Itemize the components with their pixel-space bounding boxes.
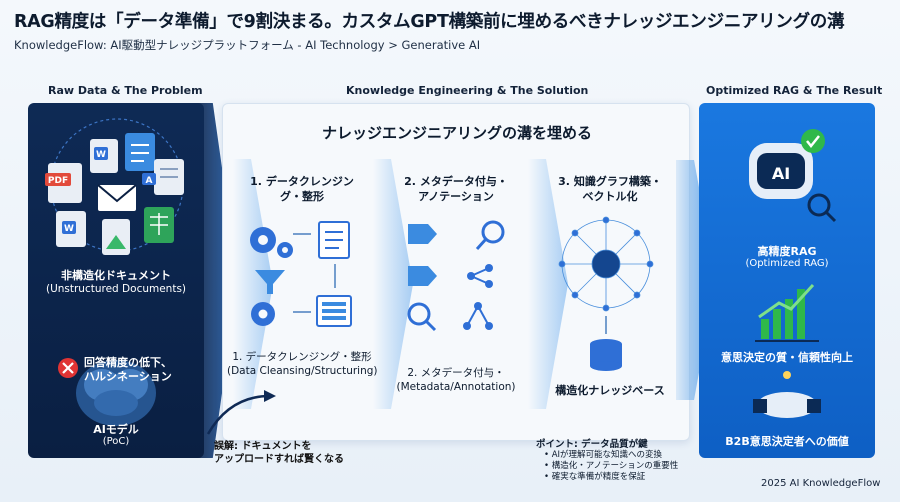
step1-caption: 1. データクレンジング・整形(Data Cleansing/Structuri…: [227, 351, 378, 377]
svg-text:W: W: [96, 150, 106, 160]
funnel-icon: [255, 270, 285, 294]
process-illustrations: [250, 216, 654, 371]
magnifier-icon: [407, 220, 505, 332]
misconception-note: 誤解: ドキュメントを アップロードすれば賢くなる: [214, 441, 344, 465]
blue-doc-icon: [125, 133, 155, 171]
gear-icon: [250, 227, 293, 326]
svg-text:PDF: PDF: [48, 176, 68, 186]
image-doc-icon: [102, 219, 130, 255]
result-b2b-label: B2B意思決定者への価値: [725, 435, 849, 448]
svg-text:W: W: [64, 224, 74, 234]
misconception-arrow: [206, 390, 276, 435]
structured-list-icon: [316, 295, 352, 327]
spreadsheet-icon: [144, 207, 174, 243]
step2-title: 2. メタデータ付与・アノテーション: [404, 175, 508, 203]
ai-model-label: AIモデル: [93, 423, 139, 436]
result-decision-label: 意思決定の質・信頼性向上: [721, 351, 853, 364]
key-points-title: ポイント: データ品質が鍵: [536, 439, 648, 450]
handshake-icon: [753, 371, 821, 418]
column-heading-middle: Knowledge Engineering & The Solution: [346, 84, 589, 97]
brain-illustration: [76, 360, 156, 426]
column-heading-right: Optimized RAG & The Result: [706, 84, 883, 97]
column-heading-left: Raw Data & The Problem: [48, 84, 203, 97]
svg-text:AI: AI: [772, 164, 790, 183]
raw-data-panel: PDF W A W: [28, 103, 204, 458]
step1-title: 1. データクレンジング・整形: [250, 175, 354, 203]
database-icon: [590, 339, 622, 371]
envelope-icon: [97, 184, 137, 211]
word-icon-bottom: W: [56, 211, 86, 247]
tag-icon: [408, 224, 437, 286]
key-point-item: • 構造化・アノテーションの重要性: [544, 461, 679, 471]
result-illustrations: AI: [749, 129, 837, 418]
pdf-icon: PDF: [45, 163, 82, 203]
key-point-item: • 確実な準備が精度を保証: [544, 472, 646, 482]
svg-text:A: A: [146, 176, 153, 186]
result-rag-label: 高精度RAG: [757, 245, 817, 258]
result-panel: AI 高精度RAG (Optimized RAG) 意思決定の質・信頼性向上 B…: [699, 103, 875, 458]
panel-title: ナレッジエンジニアリングの溝を埋める: [321, 124, 592, 142]
result-rag-sublabel: (Optimized RAG): [745, 258, 829, 269]
step3-title: 3. 知識グラフ構築・ベクトル化: [558, 175, 662, 203]
key-point-item: • AIが理解可能な知識への変換: [544, 450, 663, 460]
page-subtitle: KnowledgeFlow: AI駆動型ナレッジプラットフォーム - AI Te…: [14, 38, 481, 52]
knowledge-engineering-panel: ナレッジエンジニアリングの溝を埋める 1. データクレンジング・整形 2. メタ…: [222, 103, 690, 441]
word-icon-top: W: [90, 139, 118, 173]
growth-chart-icon: [755, 283, 819, 342]
knowledge-graph-icon: [558, 216, 654, 312]
node-tree-icon: [463, 264, 493, 330]
text-doc-icon: A: [142, 159, 184, 195]
step2-caption: 2. メタデータ付与・(Metadata/Annotation): [396, 367, 516, 393]
ai-robot-icon: AI: [749, 129, 837, 223]
unstructured-docs-label: 非構造化ドキュメント: [61, 269, 171, 282]
ai-model-sublabel: (PoC): [102, 436, 130, 447]
key-points: ポイント: データ品質が鍵 • AIが理解可能な知識への変換 • 構造化・アノテ…: [536, 436, 678, 483]
unstructured-docs-sublabel: (Unstructured Documents): [45, 283, 187, 295]
step3-caption: 構造化ナレッジベース: [555, 384, 665, 397]
document-icon: [318, 221, 350, 259]
warning-x-icon: [58, 358, 78, 378]
page-title: RAG精度は「データ準備」で9割決まる。カスタムGPT構築前に埋めるべきナレッジ…: [14, 12, 845, 32]
warning-text: 回答精度の低下、 ハルシネーション: [84, 356, 172, 383]
copyright: 2025 AI KnowledgeFlow: [761, 478, 881, 489]
document-cluster-illustration: PDF W A W: [45, 118, 184, 426]
